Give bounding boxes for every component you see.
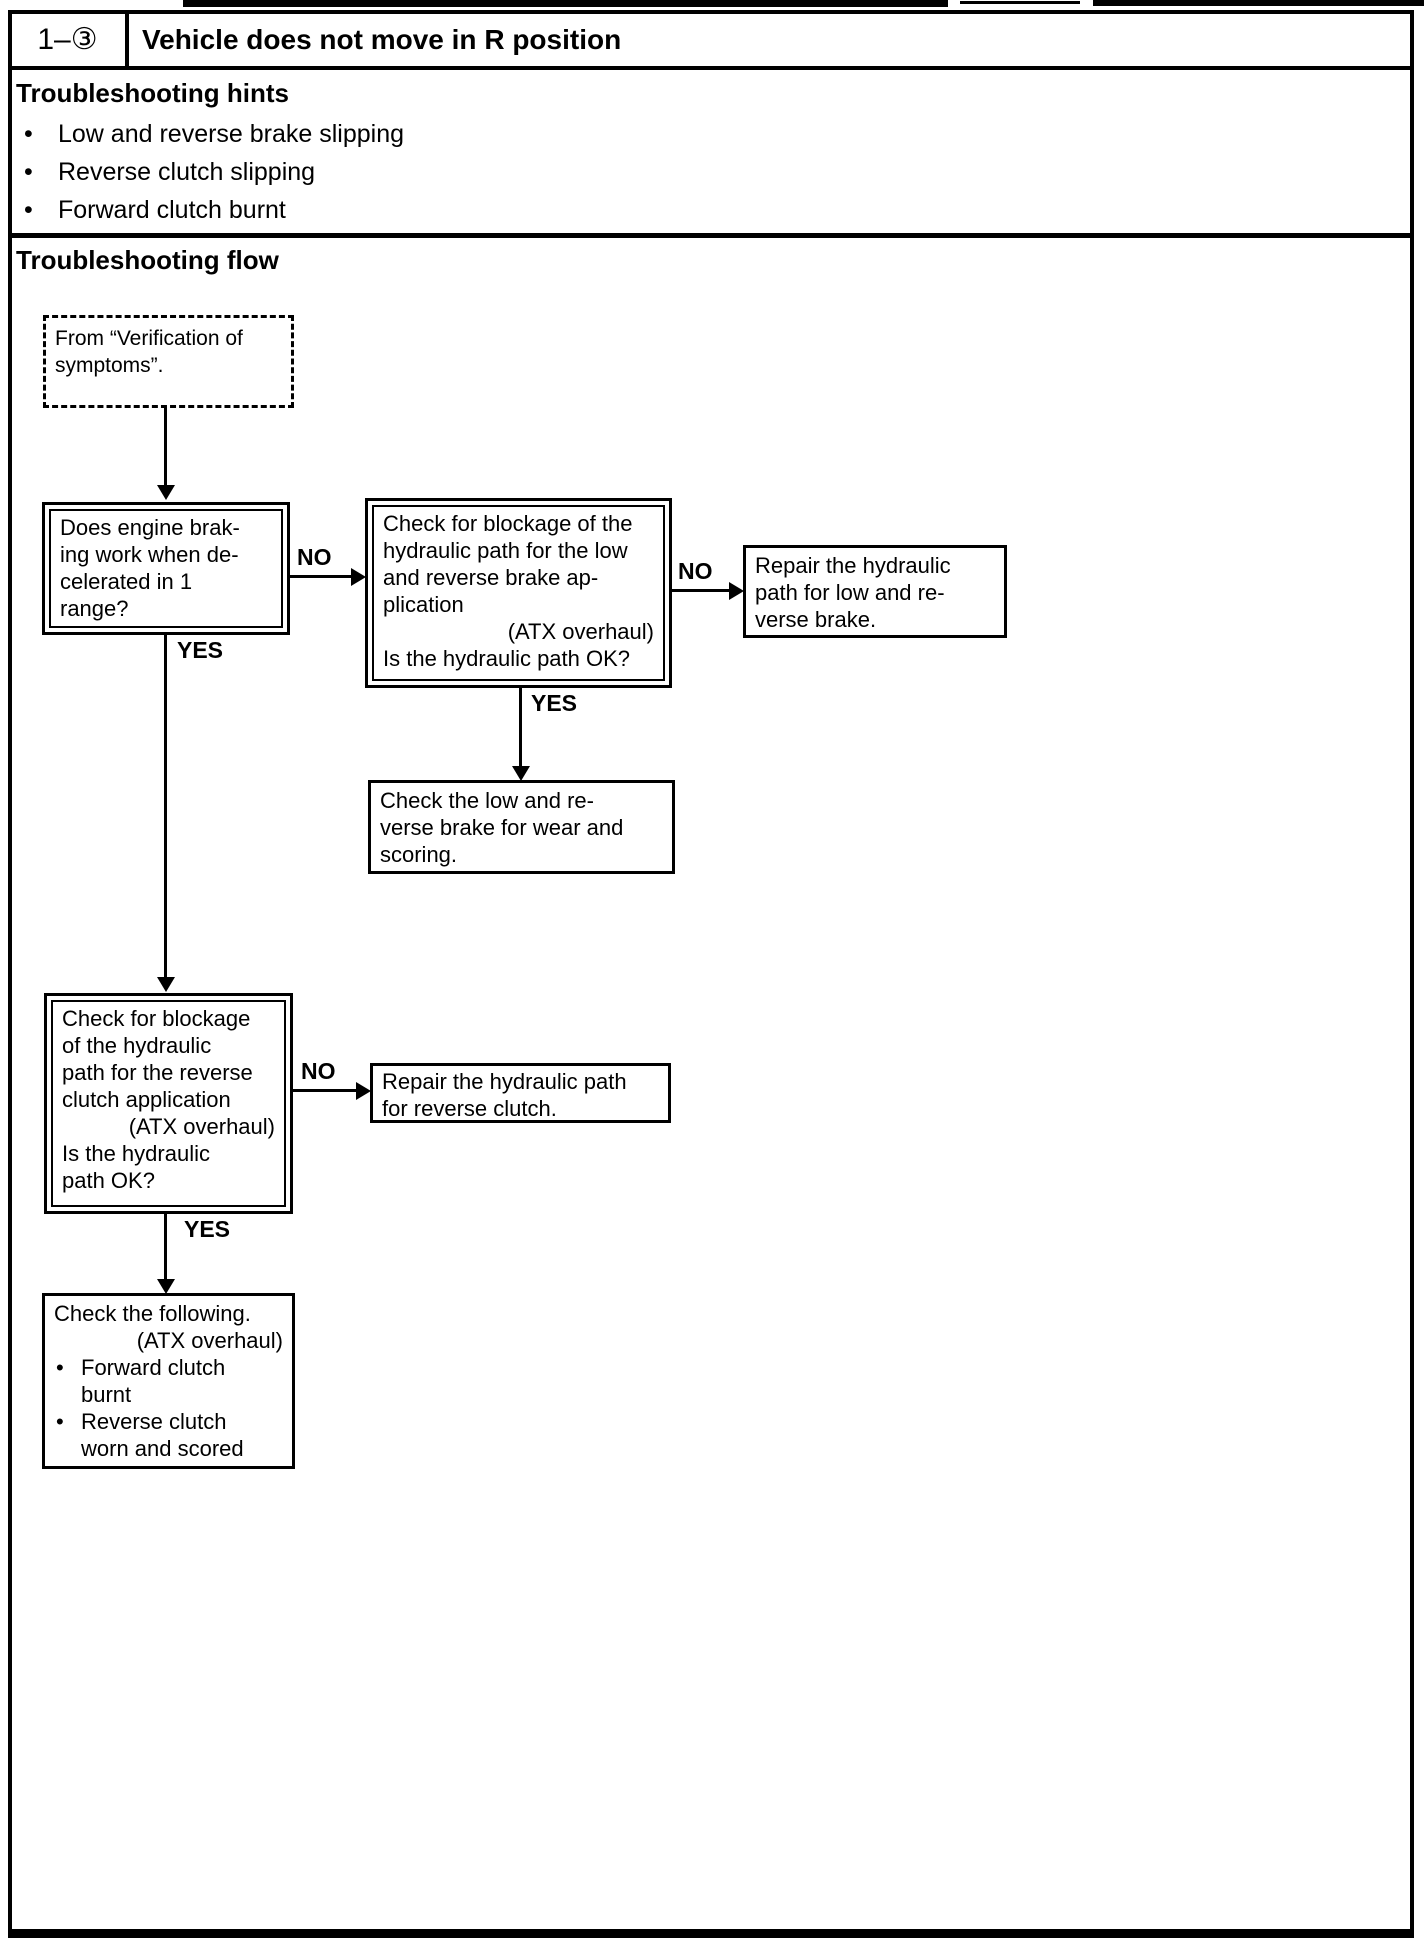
node-question: Is the hydraulic path OK?: [383, 646, 631, 671]
node-check-low-reverse-wear: Check the low and re- verse brake for we…: [368, 780, 675, 874]
bullet-icon: •: [56, 1409, 64, 1434]
arrowhead-right-icon: [351, 568, 366, 586]
node-engine-braking-question: Does engine brak- ing work when de- cele…: [42, 502, 290, 635]
hint-item: • Forward clutch burnt: [24, 196, 286, 225]
scan-artifact-top-middle: [960, 1, 1080, 4]
arrowhead-down-icon: [512, 766, 530, 781]
connector-start-to-q1: [164, 407, 167, 486]
node-repair-reverse-clutch: Repair the hydraulic path for reverse cl…: [370, 1063, 671, 1123]
arrowhead-down-icon: [157, 1279, 175, 1294]
node-text: Check for blockage of the hydraulic path…: [383, 511, 633, 617]
node-check-reverse-clutch-path: Check for blockage of the hydraulic path…: [44, 993, 293, 1214]
final-check-intro: Check the following.: [54, 1301, 251, 1326]
node-text: Check for blockage of the hydraulic path…: [62, 1006, 253, 1112]
hint-text: Forward clutch burnt: [58, 196, 286, 224]
page-title: Vehicle does not move in R position: [142, 24, 622, 55]
arrowhead-down-icon: [157, 977, 175, 992]
page-border: [8, 10, 1414, 1938]
arrowhead-right-icon: [356, 1082, 371, 1100]
connector-q1-yes-to-q3: [164, 635, 167, 978]
flow-start-node: From “Verification of symptoms”.: [43, 315, 294, 408]
connector-q1-no: [290, 575, 353, 578]
node-content: Check for blockage of the hydraulic path…: [51, 1000, 286, 1207]
header-bottom-divider: [8, 66, 1414, 70]
label-yes: YES: [531, 690, 578, 716]
hint-text: Low and reverse brake slipping: [58, 120, 405, 148]
connector-q3-no: [293, 1089, 357, 1092]
label-no: NO: [678, 558, 713, 584]
node-text: Does engine brak- ing work when de- cele…: [49, 509, 283, 628]
section-number: 1–③: [37, 22, 98, 56]
header-cell-divider: [125, 10, 129, 70]
flow-section-title: Troubleshooting flow: [16, 245, 279, 275]
node-question: Is the hydraulic path OK?: [62, 1141, 210, 1193]
atx-overhaul-note: (ATX overhaul): [128, 1114, 275, 1139]
node-repair-low-reverse: Repair the hydraulic path for low and re…: [743, 545, 1007, 638]
section-number-cell: 1–③: [8, 10, 127, 68]
arrowhead-right-icon: [729, 582, 744, 600]
connector-q2-no: [672, 589, 730, 592]
hints-section-title: Troubleshooting hints: [16, 78, 289, 108]
hint-item: • Reverse clutch slipping: [24, 158, 315, 187]
atx-overhaul-note: (ATX overhaul): [136, 1328, 283, 1353]
label-yes: YES: [177, 637, 224, 663]
label-no: NO: [297, 544, 332, 570]
node-content: Check for blockage of the hydraulic path…: [372, 505, 665, 681]
final-check-item: • Reverse clutch worn and scored: [54, 1408, 283, 1462]
atx-overhaul-note: (ATX overhaul): [507, 619, 654, 644]
label-yes: YES: [184, 1216, 231, 1242]
hint-item: • Low and reverse brake slipping: [24, 120, 404, 149]
scan-artifact-top-right: [1093, 0, 1424, 6]
bullet-icon: •: [24, 158, 33, 186]
connector-q3-yes: [164, 1213, 167, 1280]
final-item-text: Forward clutch burnt: [81, 1355, 226, 1407]
section-divider: [8, 233, 1414, 238]
node-final-check: Check the following. (ATX overhaul) • Fo…: [42, 1293, 295, 1469]
hint-text: Reverse clutch slipping: [58, 158, 316, 186]
bullet-icon: •: [24, 120, 33, 148]
final-check-item: • Forward clutch burnt: [54, 1354, 283, 1408]
node-check-low-reverse-path: Check for blockage of the hydraulic path…: [365, 498, 672, 688]
bullet-icon: •: [56, 1355, 64, 1380]
connector-q2-yes: [519, 688, 522, 768]
arrowhead-down-icon: [157, 485, 175, 500]
label-no: NO: [301, 1058, 336, 1084]
final-item-text: Reverse clutch worn and scored: [81, 1409, 244, 1461]
bullet-icon: •: [24, 196, 33, 224]
scan-artifact-top-left: [183, 0, 948, 7]
